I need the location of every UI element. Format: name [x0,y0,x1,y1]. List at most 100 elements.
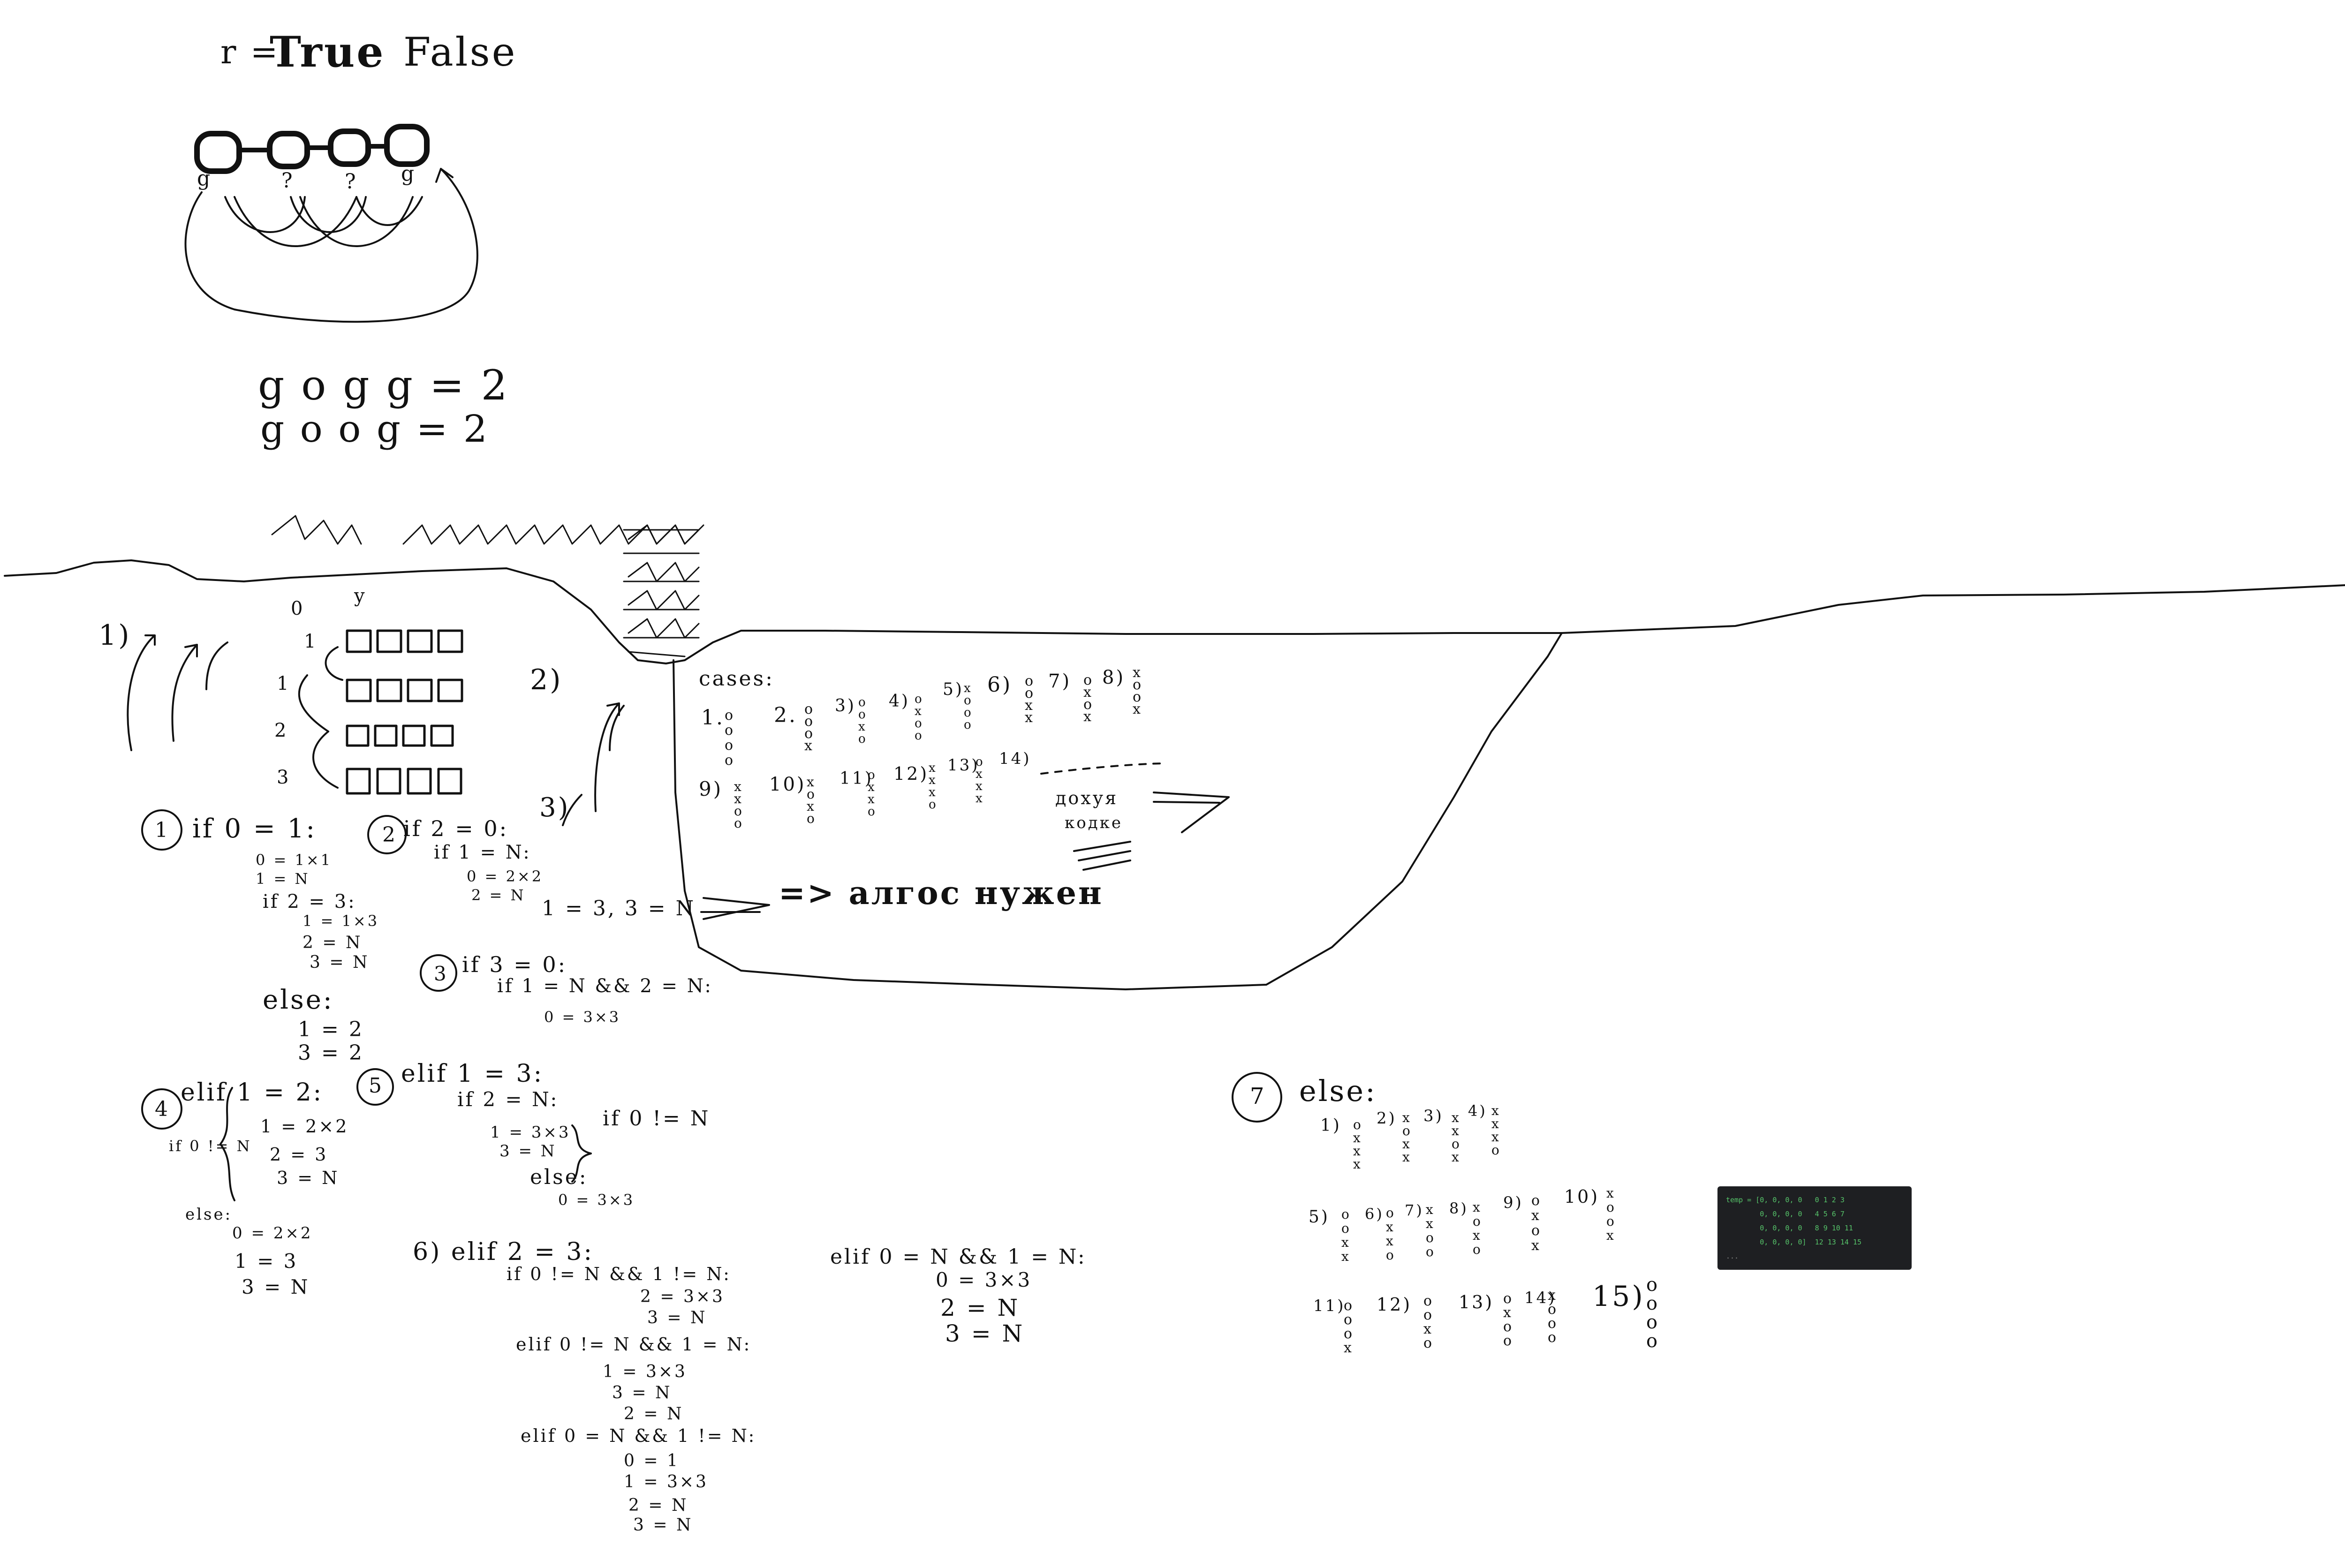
rule2-line: if 2 = 0: [403,816,509,841]
step-label-2: 2) [530,663,563,696]
rule4-line: elif 1 = 2: [181,1078,324,1107]
step-markers [141,809,1282,1201]
ring-node-2 [267,131,310,169]
code-line: 0, 0, 0, 0] 12 13 14 15 [1726,1238,1861,1246]
rule6-line: 6) elif 2 = 3: [413,1238,594,1266]
else-glyphs: o x x x [1353,1117,1363,1172]
else-case-label: 7) [1405,1201,1424,1219]
equation-1: g o g g = 2 [258,361,509,409]
rule6b-line: 3 = N [945,1320,1025,1347]
rule7-line: else: [1299,1074,1377,1108]
rule3-line: if 3 = 0: [462,952,567,977]
title-r: r = [220,33,280,71]
ring-diagram [184,124,478,323]
ring-node-4 [384,124,430,167]
rule5-line: if 0 != N [603,1107,711,1131]
case-glyphs: x o x o [807,774,817,826]
board-grid [127,629,625,826]
rule4-line: 3 = N [242,1275,310,1298]
case-label: 8) [1102,667,1126,688]
case-label: 11) [840,769,873,788]
ring-label: ? [281,169,295,193]
case-label: 5) [943,680,964,699]
code-line: ... [1726,1252,1739,1260]
else-case-label: 1) [1320,1116,1341,1135]
rule6-line: 1 = 3×3 [624,1472,708,1492]
step-label-3: 3) [539,792,570,823]
equation-2: g o o g = 2 [260,407,489,451]
rule6-line: 3 = N [633,1515,693,1535]
code-snippet[interactable]: temp = [0, 0, 0, 0 0 1 2 3 0, 0, 0, 0 4 … [1717,1186,1912,1270]
grid-col-label: y [354,585,367,607]
rule3-line: if 1 = N && 2 = N: [497,975,713,997]
rule5-num: 5 [369,1074,384,1098]
rule5-line: 0 = 3×3 [558,1191,635,1209]
step-label-1: 1) [98,619,131,652]
else-case-label: 13) [1459,1292,1494,1312]
else-glyphs: x x o x [1452,1110,1461,1165]
else-case-label: 5) [1309,1207,1330,1227]
rule2-num: 2 [382,823,397,847]
case-glyphs: o x x o [868,768,877,819]
rule6b-line: 2 = N [940,1294,1020,1321]
case-label: 4) [889,692,910,711]
rule6-line: 2 = N [628,1496,688,1515]
case-glyphs: o o o o [725,707,735,769]
else-glyphs: x x o o [1426,1202,1436,1259]
rule1-num: 1 [155,818,170,842]
case-label: 10) [769,774,806,795]
else-glyphs: o o o o [1646,1274,1660,1352]
else-case-label: 15) [1592,1280,1645,1313]
rule5-line: else: [530,1165,588,1189]
rule4-line: 0 = 2×2 [232,1224,313,1243]
else-glyphs: o x o o [1503,1290,1514,1349]
rule1-line: 1 = N [256,870,310,888]
title-false: False [403,29,517,75]
rule5-line: 3 = N [499,1142,557,1161]
rule1-line: 2 = N [303,933,363,952]
grid-row-label: 1 [304,631,318,652]
ring-node-3 [328,128,371,167]
else-case-label: 11) [1313,1297,1346,1315]
else-case-label: 10) [1564,1186,1600,1207]
case-label: 9) [699,777,723,800]
grid-row-label: 2 [274,720,288,741]
rule1-line: 3 = N [310,953,370,972]
grid-row-label: 3 [277,767,291,788]
case-label: 7) [1048,671,1072,692]
rule4-num: 4 [155,1097,170,1121]
cases-region [673,632,1563,990]
else-glyphs: o o x x [1341,1206,1351,1264]
scribble-arrows [271,515,704,657]
title-true: True [270,27,386,77]
rule2-line: if 1 = N: [434,842,531,863]
else-case-label: 2) [1377,1109,1397,1128]
rule1-line: 1 = 1×3 [303,912,379,930]
rule4-line: else: [185,1205,233,1224]
case-glyphs: x o o x [1133,664,1143,717]
else-glyphs: x o x o [1473,1199,1483,1257]
case-label: 12) [893,763,929,784]
rule6-line: 1 = 3×3 [603,1362,687,1381]
rule6-line: if 0 != N && 1 != N: [507,1264,731,1284]
rule6-line: 2 = 3×3 [640,1287,725,1306]
rule5-line: if 2 = N: [457,1088,559,1111]
cases-marks [700,762,1230,920]
rule3-num: 3 [434,962,448,985]
divider-line [4,559,2345,664]
cases-note-2: кодке [1065,814,1123,832]
rule6b-line: elif 0 = N && 1 = N: [830,1245,1087,1269]
case-glyphs: o o x x [1025,673,1036,726]
rule1-line: if 2 = 3: [263,891,356,912]
cases-header: cases: [699,667,774,691]
rule6-line: elif 0 != N && 1 = N: [516,1334,752,1355]
rule5-line: 1 = 3×3 [490,1123,571,1142]
else-case-label: 12) [1377,1294,1412,1315]
case-glyphs: o o o x [804,701,815,754]
else-glyphs: o o o x [1344,1297,1354,1356]
rule1-line: if 0 = 1: [192,814,317,844]
case-label: 2. [774,703,797,727]
cases-note-1: дохуя [1055,788,1119,808]
rule4-line: 2 = 3 [270,1144,328,1165]
